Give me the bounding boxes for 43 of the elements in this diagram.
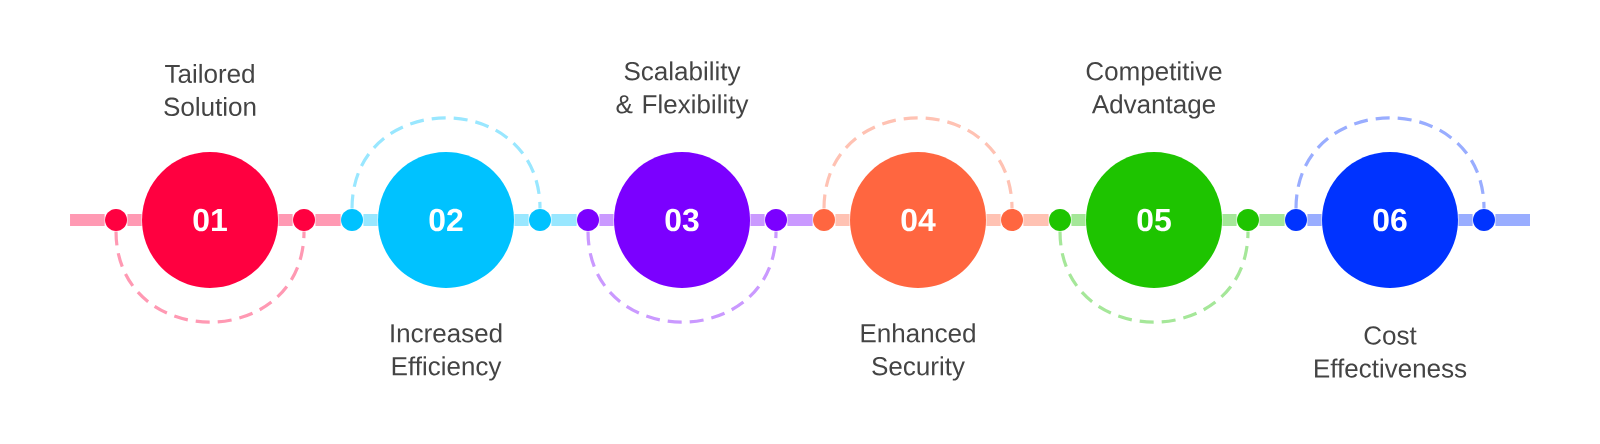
track-line — [127, 214, 142, 226]
dot — [341, 209, 363, 231]
track-line — [70, 214, 105, 226]
dot — [765, 209, 787, 231]
step-title: Cost Effectiveness — [1315, 326, 1467, 378]
track-line — [835, 214, 850, 226]
track-line — [1023, 214, 1049, 226]
dot — [1237, 209, 1259, 231]
track-line — [1259, 214, 1285, 226]
track-line — [514, 214, 529, 226]
track-line — [1222, 214, 1237, 226]
track-line — [1495, 214, 1530, 226]
dot — [577, 209, 599, 231]
track-line — [986, 214, 1001, 226]
dot — [1473, 209, 1495, 231]
dot — [1049, 209, 1071, 231]
dashed-arc — [114, 231, 306, 324]
track-line — [1307, 214, 1322, 226]
dashed-arc — [1294, 116, 1486, 209]
track-line — [278, 214, 293, 226]
track-line — [787, 214, 813, 226]
dot — [529, 209, 551, 231]
track-line — [551, 214, 577, 226]
track-line — [599, 214, 614, 226]
track-line — [363, 214, 378, 226]
dot — [293, 209, 315, 231]
dashed-arc — [822, 116, 1014, 209]
dashed-arc — [350, 116, 542, 209]
dot — [1285, 209, 1307, 231]
track-line — [1071, 214, 1086, 226]
track-line — [1458, 214, 1473, 226]
track-line — [315, 214, 341, 226]
step-title: Competitive Advantage — [1086, 61, 1222, 119]
step-title: Tailored Solution — [164, 63, 256, 117]
dot — [105, 209, 127, 231]
dot — [1001, 209, 1023, 231]
step-title: Scalability & Flexibility — [616, 61, 749, 119]
dashed-arc — [586, 231, 778, 324]
track-line — [750, 214, 765, 226]
step-title: Enhanced Security — [861, 323, 975, 381]
dashed-arc — [1058, 231, 1250, 324]
dot — [813, 209, 835, 231]
step-title: Increased Efficiency — [391, 323, 502, 381]
